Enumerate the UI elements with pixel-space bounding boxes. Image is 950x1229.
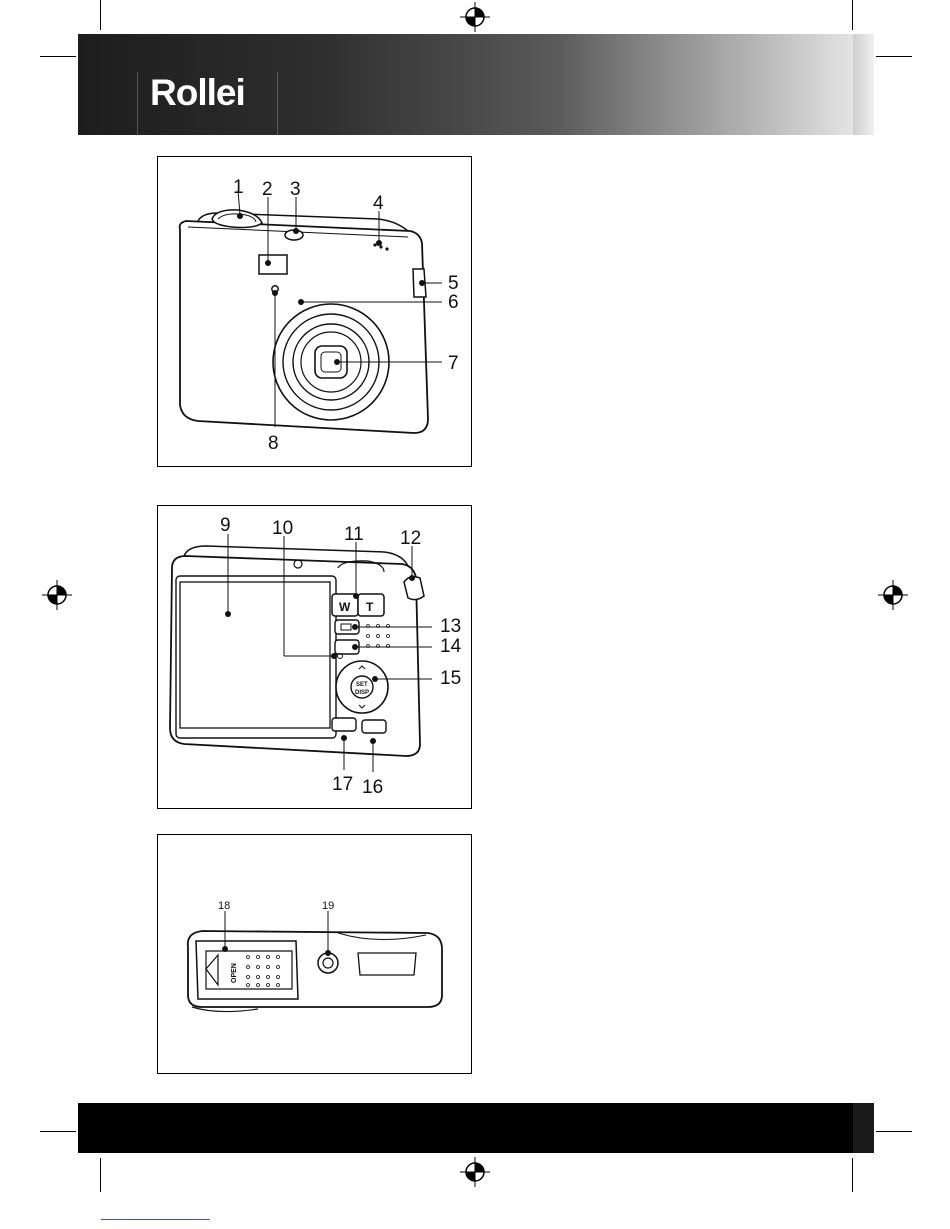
callout-15: 15 bbox=[440, 668, 461, 689]
camera-back-diagram: W T SET DISP bbox=[157, 505, 472, 809]
callout-9: 9 bbox=[220, 515, 231, 536]
callout-18: 18 bbox=[218, 900, 230, 912]
callout-3: 3 bbox=[290, 179, 301, 200]
callout-6: 6 bbox=[448, 292, 459, 313]
zoom-wide-label: W bbox=[339, 600, 351, 614]
crop-mark bbox=[852, 1158, 853, 1192]
footer-underline bbox=[101, 1219, 210, 1220]
callout-5: 5 bbox=[448, 273, 459, 294]
crop-mark bbox=[876, 56, 912, 57]
crop-mark bbox=[40, 56, 76, 57]
footer-edge-strip bbox=[853, 1103, 874, 1153]
callout-14: 14 bbox=[440, 636, 462, 657]
crop-mark bbox=[852, 0, 853, 30]
zoom-tele-label: T bbox=[366, 600, 374, 614]
crop-mark bbox=[100, 1158, 101, 1192]
registration-mark-icon bbox=[878, 580, 908, 610]
registration-mark-icon bbox=[460, 1157, 490, 1187]
crop-mark bbox=[100, 0, 101, 30]
camera-front-illustration: 1 2 3 4 5 6 7 8 bbox=[158, 157, 473, 468]
dpad-disp-label: DISP bbox=[355, 690, 369, 696]
registration-mark-icon bbox=[460, 2, 490, 32]
crop-mark bbox=[40, 1131, 76, 1132]
footer-bar bbox=[78, 1103, 874, 1153]
callout-11: 11 bbox=[344, 524, 364, 545]
callout-17: 17 bbox=[332, 774, 353, 795]
callout-12: 12 bbox=[400, 528, 421, 549]
callout-19: 19 bbox=[322, 900, 334, 912]
battery-door-open-label: OPEN bbox=[231, 963, 238, 983]
crop-mark bbox=[876, 1131, 912, 1132]
callout-1: 1 bbox=[233, 177, 244, 198]
header-edge-strip bbox=[853, 34, 874, 135]
camera-back-illustration: W T SET DISP bbox=[158, 506, 473, 810]
callout-2: 2 bbox=[262, 179, 273, 200]
callout-10: 10 bbox=[272, 518, 293, 539]
callout-8: 8 bbox=[268, 433, 279, 454]
registration-mark-icon bbox=[42, 580, 72, 610]
camera-bottom-illustration: OPEN 18 19 bbox=[158, 835, 473, 1075]
callout-7: 7 bbox=[448, 353, 459, 374]
camera-bottom-diagram: OPEN 18 19 bbox=[157, 834, 472, 1074]
brand-logo: Rollei bbox=[150, 72, 245, 114]
camera-front-diagram: 1 2 3 4 5 6 7 8 bbox=[157, 156, 472, 467]
callout-13: 13 bbox=[440, 616, 461, 637]
header-divider bbox=[277, 72, 278, 135]
dpad-set-label: SET bbox=[356, 682, 368, 688]
callout-16: 16 bbox=[362, 777, 383, 798]
header-divider bbox=[137, 72, 138, 135]
callout-4: 4 bbox=[373, 193, 384, 214]
